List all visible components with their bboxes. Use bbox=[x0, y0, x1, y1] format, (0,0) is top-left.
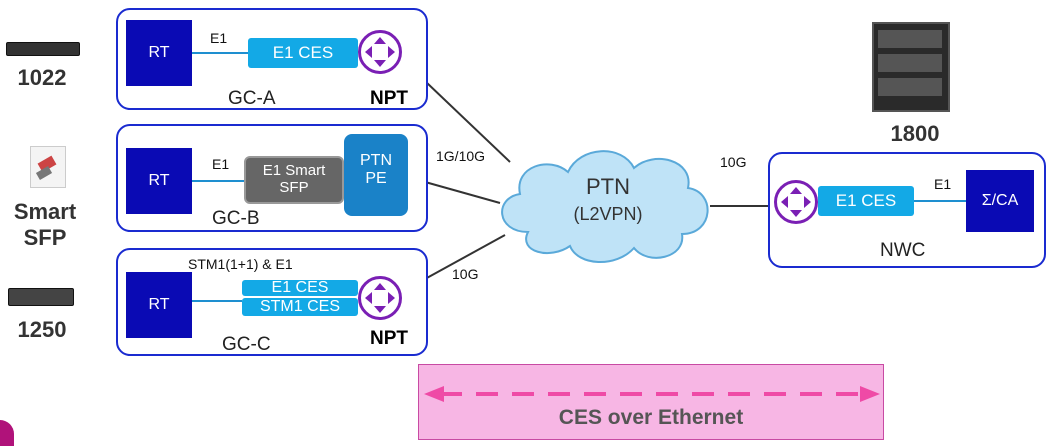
device-1250-label: 1250 bbox=[17, 317, 67, 342]
nwc-router-icon bbox=[774, 180, 818, 224]
gc-a-npt-label: NPT bbox=[370, 88, 408, 109]
ptn-cloud bbox=[501, 150, 709, 263]
device-1022-label: 1022 bbox=[17, 65, 67, 90]
nwc-name: NWC bbox=[880, 240, 926, 261]
gc-a-e1-link bbox=[192, 52, 248, 54]
gc-a-link-label: E1 bbox=[210, 30, 228, 46]
gc-a-router-icon bbox=[358, 30, 402, 74]
gc-c-npt-label: NPT bbox=[370, 328, 408, 349]
gc-a-ces-box: E1 CES bbox=[248, 38, 358, 68]
device-1250-image bbox=[8, 288, 74, 306]
gc-b-rt-box: RT bbox=[126, 148, 192, 214]
gc-b-name: GC-B bbox=[212, 208, 260, 229]
cloud-nwc-link-label: 10G bbox=[720, 154, 747, 170]
gc-b-pe-label-2: PE bbox=[365, 170, 387, 187]
gc-b-link-label: E1 bbox=[212, 156, 230, 172]
gc-c-link-label: STM1(1+1) & E1 bbox=[188, 256, 293, 272]
gc-c-e1-ces-box: E1 CES bbox=[242, 279, 358, 296]
gc-b-smart-sfp-box: E1 Smart SFP bbox=[244, 156, 344, 204]
nwc-link-label: E1 bbox=[934, 176, 952, 192]
gc-c-router-icon bbox=[358, 276, 402, 320]
cloud-label-2: (L2VPN) bbox=[573, 204, 643, 224]
smart-sfp-label-1: Smart bbox=[13, 199, 77, 224]
smart-sfp-image bbox=[30, 146, 66, 188]
gc-a-rt-box: RT bbox=[126, 20, 192, 86]
device-1800-image bbox=[872, 22, 950, 112]
double-arrow-icon bbox=[424, 386, 880, 402]
nwc-ces-box: E1 CES bbox=[818, 186, 914, 216]
ces-over-ethernet-banner bbox=[418, 364, 884, 440]
smart-sfp-label-2: SFP bbox=[23, 225, 67, 250]
device-1800-label: 1800 bbox=[890, 121, 940, 146]
corner-accent bbox=[0, 420, 14, 446]
gcb-cloud-link-label: 1G/10G bbox=[436, 148, 486, 164]
gc-b-e1-link bbox=[192, 180, 244, 182]
gc-b-sfp-label-1: E1 Smart bbox=[262, 162, 326, 179]
gc-b-sfp-label-2: SFP bbox=[279, 179, 309, 196]
gcc-cloud-link-label: 10G bbox=[452, 266, 479, 282]
gc-b-ptn-pe-box: PTN PE bbox=[344, 134, 408, 216]
nwc-ca-box: Σ/CA bbox=[966, 170, 1034, 232]
link-gcb-cloud bbox=[417, 179, 501, 204]
gc-c-name: GC-C bbox=[222, 334, 271, 355]
device-1022-image bbox=[6, 42, 80, 56]
banner-label: CES over Ethernet bbox=[558, 406, 744, 429]
gc-b-pe-label-1: PTN bbox=[360, 152, 392, 169]
gc-c-rt-box: RT bbox=[126, 272, 192, 338]
nwc-e1-link bbox=[914, 200, 966, 202]
gc-c-stm1-ces-box: STM1 CES bbox=[242, 298, 358, 316]
gc-c-link bbox=[192, 300, 242, 302]
gc-a-name: GC-A bbox=[228, 88, 276, 109]
cloud-label-1: PTN bbox=[586, 174, 630, 199]
